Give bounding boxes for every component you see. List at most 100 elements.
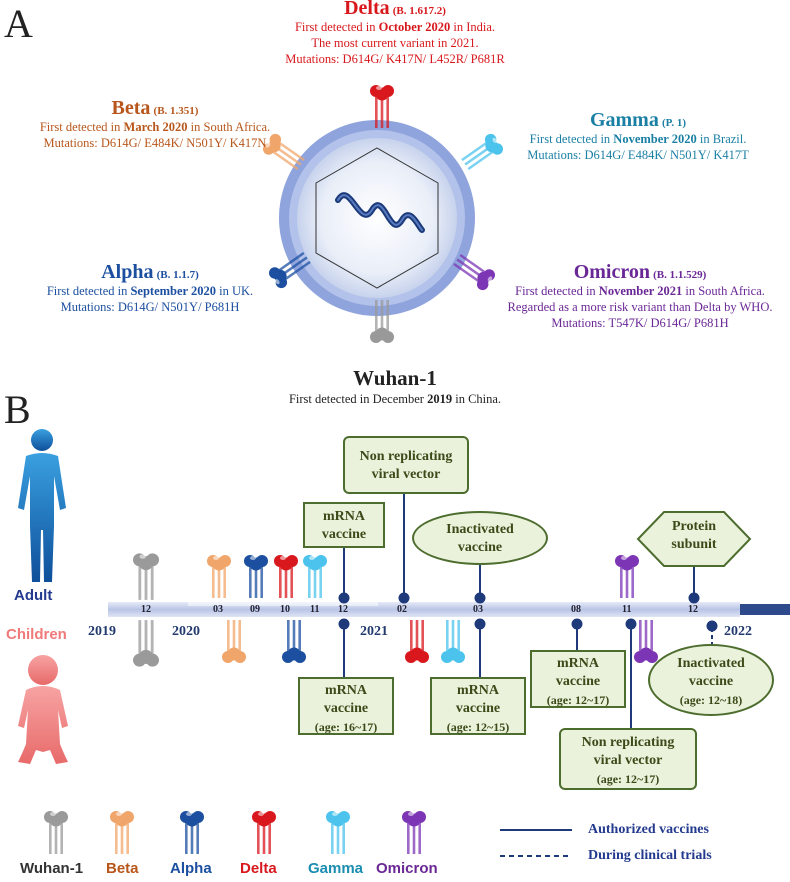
child-vv-line1: Non replicating bbox=[581, 735, 675, 750]
adult-protein-subunit-diamond bbox=[636, 511, 752, 567]
gamma-info: Gamma (P. 1) First detected in November … bbox=[498, 109, 778, 163]
delta-title: Delta bbox=[344, 0, 390, 19]
alpha-lineage: (B. 1.1.7) bbox=[156, 269, 199, 281]
child-mrna16-line1: mRNA bbox=[325, 683, 367, 698]
month-2021-12: 12 bbox=[688, 604, 698, 615]
adult-inactivated-line2: vaccine bbox=[457, 540, 503, 555]
omicron-lineage: (B. 1.1.529) bbox=[653, 269, 707, 281]
month-2021-03: 03 bbox=[473, 604, 483, 615]
adult-mrna-line2: vaccine bbox=[321, 527, 367, 542]
wuhan-line1-post: in China. bbox=[452, 392, 502, 406]
child-figure-icon bbox=[18, 655, 68, 764]
child-inactivated-line2: vaccine bbox=[688, 674, 734, 689]
child-mrna1215-line1: mRNA bbox=[457, 683, 499, 698]
gamma-line1-post: in Brazil. bbox=[696, 132, 747, 146]
month-2020-09: 09 bbox=[250, 604, 260, 615]
delta-line1-pre: First detected in bbox=[294, 20, 379, 34]
adult-viral-vector-box: Non replicating viral vector bbox=[343, 436, 469, 494]
gamma-date: November 2020 bbox=[613, 132, 697, 146]
legend-gamma-icon bbox=[326, 808, 350, 854]
alpha-info: Alpha (B. 1.1.7) First detected in Septe… bbox=[30, 262, 270, 315]
child-inactivated-age: (age: 12~18) bbox=[679, 693, 743, 707]
year-2019: 2019 bbox=[88, 624, 116, 639]
child-inactivated-vaccine-ellipse: Inactivated vaccine (age: 12~18) bbox=[648, 644, 774, 716]
omicron-line2: Regarded as a more risk variant than Del… bbox=[507, 300, 773, 314]
beta-line1-pre: First detected in bbox=[39, 120, 124, 134]
beta-date: March 2020 bbox=[123, 120, 188, 134]
child-mrna-12-15-box: mRNA vaccine (age: 12~15) bbox=[430, 677, 526, 735]
delta-lineage: (B. 1.617.2) bbox=[392, 5, 446, 17]
virus-illustration bbox=[279, 120, 475, 316]
child-mrna16-line2: vaccine bbox=[323, 701, 369, 716]
wuhan-line1-pre: First detected in December bbox=[288, 392, 428, 406]
gamma-mutations: Mutations: D614G/ E484K/ N501Y/ K417T bbox=[527, 148, 749, 162]
adult-inactivated-vaccine-ellipse: Inactivated vaccine bbox=[412, 511, 548, 565]
child-mrna16-age: (age: 16~17) bbox=[314, 720, 378, 734]
child-mrna1215-age: (age: 12~15) bbox=[446, 720, 510, 734]
panel-b-letter: B bbox=[4, 387, 31, 432]
adult-mrna-line1: mRNA bbox=[323, 509, 365, 524]
beta-info: Beta (B. 1.351) First detected in March … bbox=[20, 97, 290, 151]
month-2021-11: 11 bbox=[622, 604, 632, 615]
legend-delta-label: Delta bbox=[240, 860, 277, 877]
adult-mrna-vaccine-box: mRNA vaccine bbox=[303, 502, 385, 548]
wuhan-year: 2019 bbox=[427, 392, 453, 406]
month-2020-03: 03 bbox=[213, 604, 223, 615]
month-2021-02: 02 bbox=[397, 604, 407, 615]
legend-omicron-label: Omicron bbox=[376, 860, 438, 877]
gamma-line1-pre: First detected in bbox=[529, 132, 614, 146]
omicron-line1-post: in South Africa. bbox=[682, 284, 765, 298]
adult-protein-line2: subunit bbox=[671, 537, 717, 552]
year-2022: 2022 bbox=[724, 624, 752, 639]
delta-line1-post: in India. bbox=[450, 20, 496, 34]
legend-clinical-label: During clinical trials bbox=[588, 848, 712, 863]
child-viral-vector-box: Non replicating viral vector (age: 12~17… bbox=[559, 728, 697, 790]
adult-label: Adult bbox=[14, 587, 53, 604]
child-mrna1217-age: (age: 12~17) bbox=[546, 693, 610, 707]
legend-beta-icon bbox=[110, 808, 134, 854]
child-mrna-12-17-box: mRNA vaccine (age: 12~17) bbox=[530, 650, 626, 708]
gamma-lineage: (P. 1) bbox=[661, 117, 687, 129]
child-vv-line2: viral vector bbox=[593, 753, 663, 768]
month-2020-10: 10 bbox=[280, 604, 290, 615]
wuhan-info: Wuhan-1 First detected in December 2019 … bbox=[230, 366, 560, 407]
child-mrna1217-line2: vaccine bbox=[555, 674, 601, 689]
legend-omicron-icon bbox=[402, 808, 426, 854]
adult-protein-line1: Protein bbox=[671, 519, 717, 534]
month-2020-11: 11 bbox=[310, 604, 320, 615]
child-mrna1217-line1: mRNA bbox=[557, 656, 599, 671]
legend-alpha-icon bbox=[180, 808, 204, 854]
beta-line1-post: in South Africa. bbox=[187, 120, 271, 134]
legend-authorized-label: Authorized vaccines bbox=[588, 822, 709, 837]
alpha-date: September 2020 bbox=[130, 284, 217, 298]
legend-beta-label: Beta bbox=[106, 860, 139, 877]
omicron-info: Omicron (B. 1.1.529) First detected in N… bbox=[490, 262, 790, 331]
beta-title: Beta bbox=[111, 97, 151, 119]
legend-alpha-label: Alpha bbox=[170, 860, 212, 877]
delta-date: October 2020 bbox=[378, 20, 451, 34]
omicron-line1-pre: First detected in bbox=[515, 284, 599, 298]
month-2021-08: 08 bbox=[571, 604, 581, 615]
child-inactivated-line1: Inactivated bbox=[677, 656, 745, 671]
panel-a-letter: A bbox=[4, 1, 33, 46]
adult-vv-line1: Non replicating bbox=[359, 449, 453, 464]
beta-mutations: Mutations: D614G/ E484K/ N501Y/ K417N bbox=[43, 136, 267, 150]
year-2020: 2020 bbox=[172, 624, 200, 639]
month-2019-12: 12 bbox=[141, 604, 151, 615]
beta-lineage: (B. 1.351) bbox=[153, 105, 199, 117]
timeline-bar bbox=[108, 602, 790, 617]
wuhan-title: Wuhan-1 bbox=[353, 366, 437, 390]
adult-inactivated-line1: Inactivated bbox=[446, 522, 514, 537]
delta-mutations: Mutations: D614G/ K417N/ L452R/ P681R bbox=[285, 52, 505, 66]
omicron-mutations: Mutations: T547K/ D614G/ P681H bbox=[551, 316, 729, 330]
gamma-title: Gamma bbox=[589, 109, 659, 131]
legend-wuhan-label: Wuhan-1 bbox=[20, 860, 84, 877]
adult-vv-line2: viral vector bbox=[371, 467, 441, 482]
legend-line-samples bbox=[500, 829, 572, 857]
alpha-line1-post: in UK. bbox=[216, 284, 254, 298]
adult-protein-subunit-label: Protein subunit bbox=[636, 518, 752, 554]
alpha-mutations: Mutations: D614G/ N501Y/ P681H bbox=[60, 300, 240, 314]
legend-gamma-label: Gamma bbox=[308, 860, 364, 877]
alpha-line1-pre: First detected in bbox=[46, 284, 131, 298]
